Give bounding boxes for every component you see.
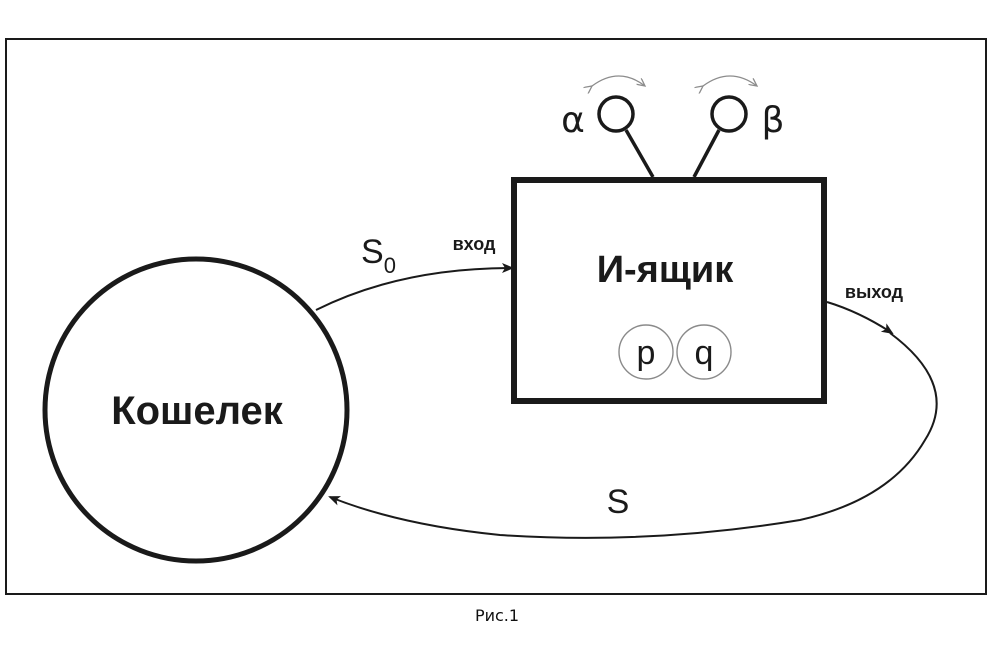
knob-beta — [710, 95, 748, 133]
rotate-beta-icon — [703, 75, 757, 86]
knob-alpha — [597, 95, 635, 133]
knob-beta-stem — [692, 129, 721, 178]
param-p-circle — [618, 324, 674, 380]
figure-caption: Рис.1 — [475, 606, 519, 625]
knob-alpha-label: α — [561, 100, 585, 141]
knob-alpha-stem — [624, 129, 655, 178]
figure-frame — [5, 38, 987, 595]
flow-in-subscript: 0 — [384, 253, 396, 278]
input-flow-arrow — [315, 263, 514, 311]
knob-beta-label: β — [762, 100, 785, 141]
wallet-label: Кошелек — [111, 389, 284, 433]
param-q-label: q — [695, 334, 714, 372]
return-flow-loop — [328, 332, 938, 539]
input-label: вход — [453, 234, 496, 254]
output-flow-arrow — [826, 301, 894, 335]
param-p-label: p — [637, 334, 656, 372]
i-box-label: И-ящик — [597, 249, 735, 291]
rotate-alpha-icon — [592, 75, 645, 86]
flow-in-symbol: S — [361, 233, 384, 271]
i-box — [511, 177, 827, 404]
output-label: выход — [845, 282, 904, 302]
param-q-circle — [676, 324, 732, 380]
wallet-circle — [42, 256, 350, 564]
flow-in-label: S0 — [361, 233, 396, 278]
flow-out-label: S — [607, 483, 630, 521]
